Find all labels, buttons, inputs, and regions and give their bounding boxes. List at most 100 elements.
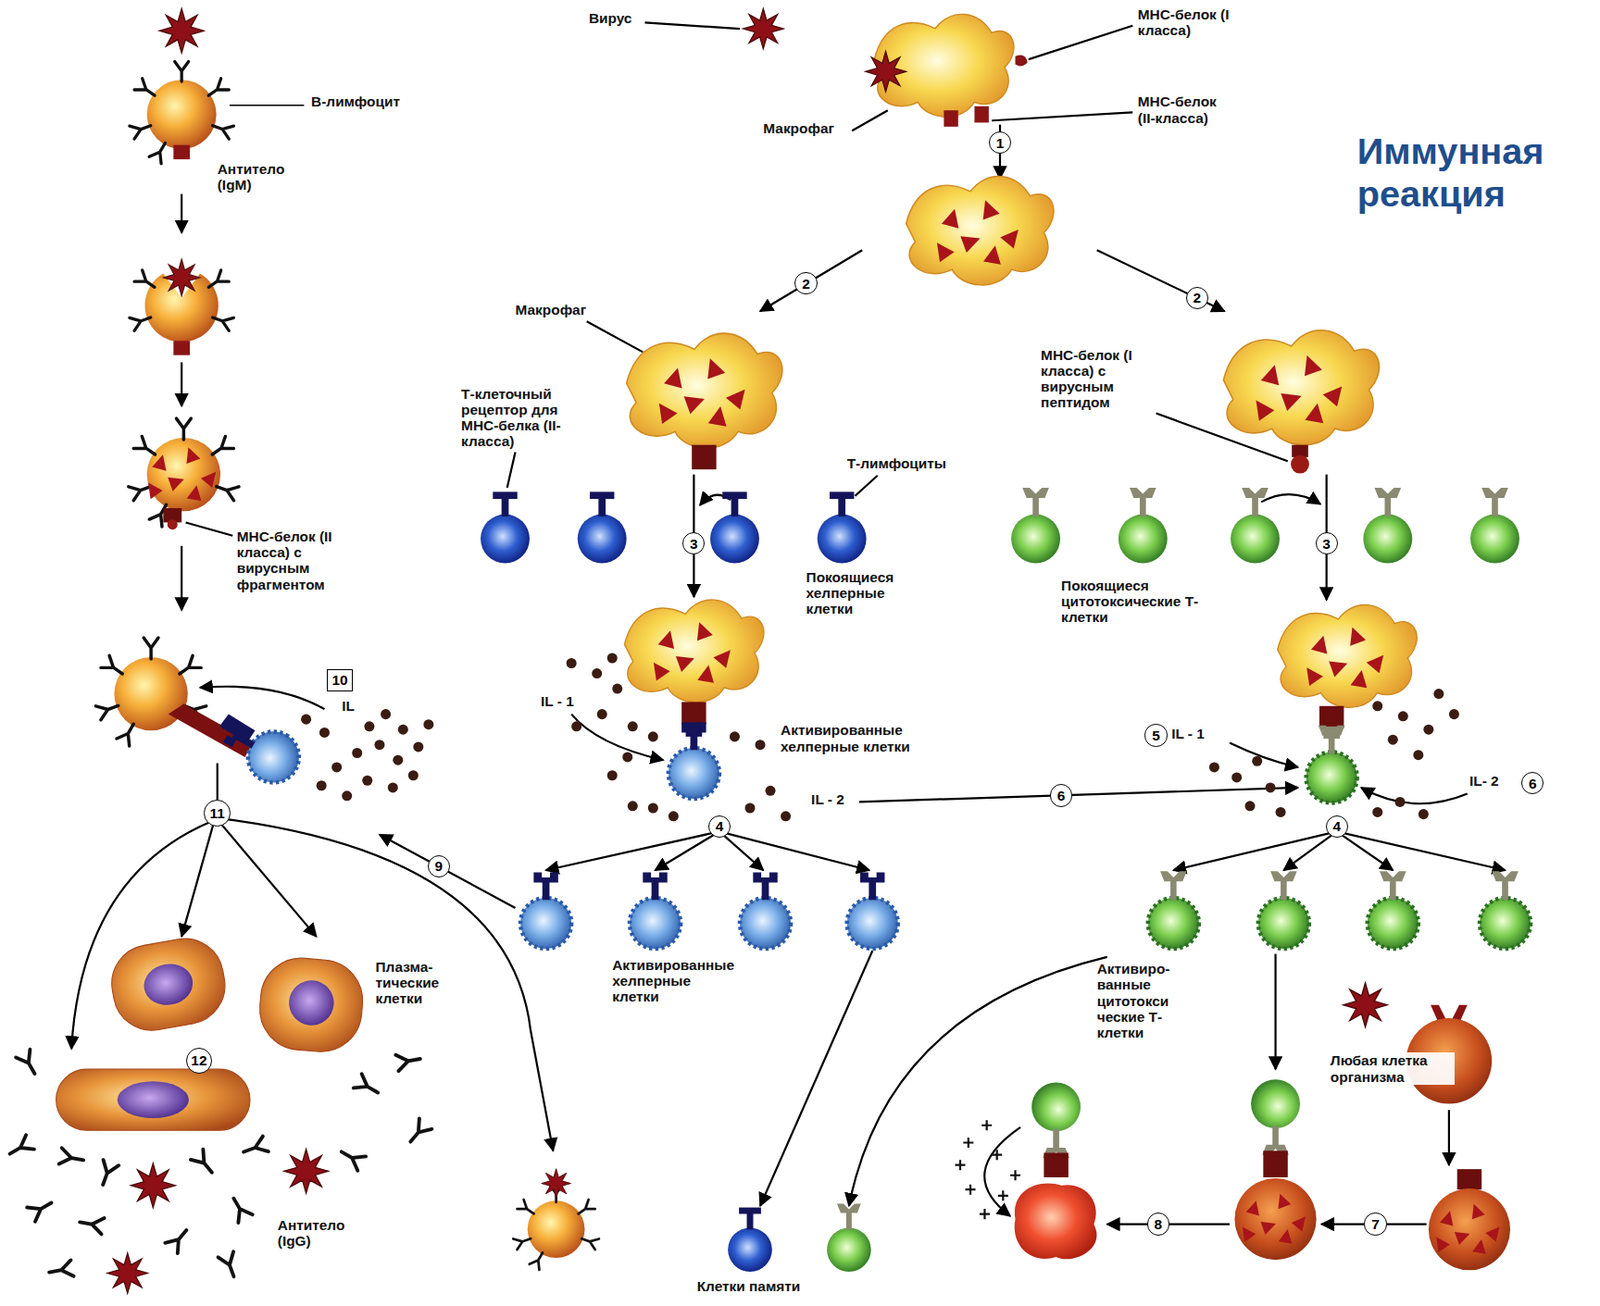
helper-branch xyxy=(607,653,618,664)
helper-branch xyxy=(627,721,638,732)
b-cell-column xyxy=(204,270,229,294)
helper-branch xyxy=(691,445,716,470)
annotation-label: IL xyxy=(341,698,355,714)
annotation-label: В-лимфоцит xyxy=(311,93,400,110)
cytotoxic-branch xyxy=(1275,807,1287,818)
annotation-label: IL- 2 xyxy=(1469,773,1500,789)
cytotoxic-branch xyxy=(1449,709,1460,720)
b-cell-column xyxy=(15,1050,42,1079)
arrows xyxy=(1028,25,1133,60)
helper-branch xyxy=(847,872,899,950)
cytotoxic-branch xyxy=(1398,711,1409,722)
arrows xyxy=(1261,494,1321,505)
b-cell-column xyxy=(398,725,409,736)
cytotoxic-branch xyxy=(1258,871,1310,950)
cytotoxic-branch xyxy=(1209,688,1460,820)
callout-number: 10 xyxy=(326,669,354,692)
annotation-label: МНС-белок (I класса) xyxy=(1137,6,1232,39)
helper-branch xyxy=(566,658,577,669)
arrows xyxy=(1229,742,1299,767)
helper-branch xyxy=(668,811,679,822)
helper-branch xyxy=(627,800,638,812)
arrows xyxy=(180,362,183,406)
b-cell-column xyxy=(218,1251,242,1280)
cytotoxic-branch xyxy=(955,1160,966,1171)
b-cell-column xyxy=(56,1069,250,1131)
cytotoxic-branch xyxy=(1277,604,1417,708)
b-cell-column xyxy=(341,790,352,801)
b-cell-column xyxy=(240,1137,269,1161)
b-cell-column xyxy=(164,1225,193,1254)
cytotoxic-branch xyxy=(1457,1169,1482,1190)
b-cell-column xyxy=(117,1081,189,1119)
cytotoxic-branch xyxy=(1148,871,1200,950)
b-cell-column xyxy=(287,978,337,1028)
cytotoxic-branch xyxy=(955,1120,1022,1220)
b-cell-column xyxy=(210,311,234,331)
arrows xyxy=(1448,1110,1450,1166)
helper-branch xyxy=(648,731,659,742)
cytotoxic-branch xyxy=(1031,1082,1081,1159)
callout-number: 3 xyxy=(1315,532,1338,555)
b-cell-column xyxy=(229,104,304,107)
b-cell-column xyxy=(131,1163,176,1209)
b-cell-column xyxy=(134,270,159,294)
cytotoxic-branch xyxy=(979,1209,990,1220)
cytotoxic-branch xyxy=(1223,330,1379,446)
b-cell-column xyxy=(140,960,197,1010)
callout-number: 6 xyxy=(1050,784,1073,807)
cytotoxic-branch xyxy=(1011,487,1061,564)
arrows xyxy=(719,831,870,871)
arrows xyxy=(71,22,1505,1225)
b-cell-column xyxy=(300,709,434,801)
helper-branch xyxy=(727,1208,773,1273)
b-cell-column xyxy=(541,1169,572,1200)
annotation-label: Покоящиеся хелперные клетки xyxy=(806,569,909,618)
annotation-label: МНС-белок (II класса) с вирусным фрагмен… xyxy=(237,528,341,593)
b-cell-column xyxy=(129,61,235,163)
b-cell-column xyxy=(167,519,178,530)
helper-branch xyxy=(668,722,720,800)
b-cell-column xyxy=(173,340,190,355)
b-cell-column xyxy=(56,1069,250,1131)
b-cell-column xyxy=(404,1119,433,1149)
helper-branch xyxy=(597,709,608,720)
annotation-label: IL - 1 xyxy=(1171,725,1205,742)
helper-branch xyxy=(943,110,958,127)
b-cell-column xyxy=(59,1148,86,1169)
b-cell-column xyxy=(392,755,403,766)
arrows xyxy=(1283,831,1337,871)
cytotoxic-branch xyxy=(981,1120,992,1131)
helper-branch xyxy=(591,668,602,679)
arrows xyxy=(226,819,554,1151)
b-cell-column xyxy=(159,8,204,53)
cytotoxic-branch xyxy=(1290,455,1310,475)
callout-number: 2 xyxy=(1186,287,1209,310)
annotation-label: Антитело (IgG) xyxy=(277,1217,365,1250)
b-cell-column xyxy=(337,1145,366,1172)
callout-number: 8 xyxy=(1147,1212,1170,1236)
cytotoxic-branch xyxy=(998,1190,1009,1201)
callout-number: 7 xyxy=(1363,1212,1387,1236)
annotation-label: Активиро-ванные цитотокси ческие Т-клетк… xyxy=(1097,961,1195,1041)
helper-branch xyxy=(607,770,618,781)
b-cell-column xyxy=(316,780,327,791)
cytotoxic-branch xyxy=(1306,725,1358,804)
arrows xyxy=(587,321,644,352)
arrows xyxy=(507,451,516,488)
arrows xyxy=(1097,250,1225,312)
cytotoxic-branch xyxy=(1244,800,1255,812)
callout-number: 3 xyxy=(682,532,705,555)
b-cell-column xyxy=(216,709,309,792)
b-cell-column xyxy=(128,418,239,527)
callout-number: 1 xyxy=(988,131,1012,154)
helper-branch xyxy=(906,176,1054,286)
b-cell-column xyxy=(162,259,200,297)
cytotoxic-branch xyxy=(1412,750,1424,761)
cytotoxic-branch xyxy=(1250,1079,1300,1156)
cytotoxic-branch xyxy=(1262,1150,1288,1178)
b-cell-column xyxy=(95,1160,119,1188)
cytotoxic-branch xyxy=(1231,772,1242,783)
annotation-label: Плазма-тические клетки xyxy=(375,959,458,1008)
arrows xyxy=(216,763,219,803)
